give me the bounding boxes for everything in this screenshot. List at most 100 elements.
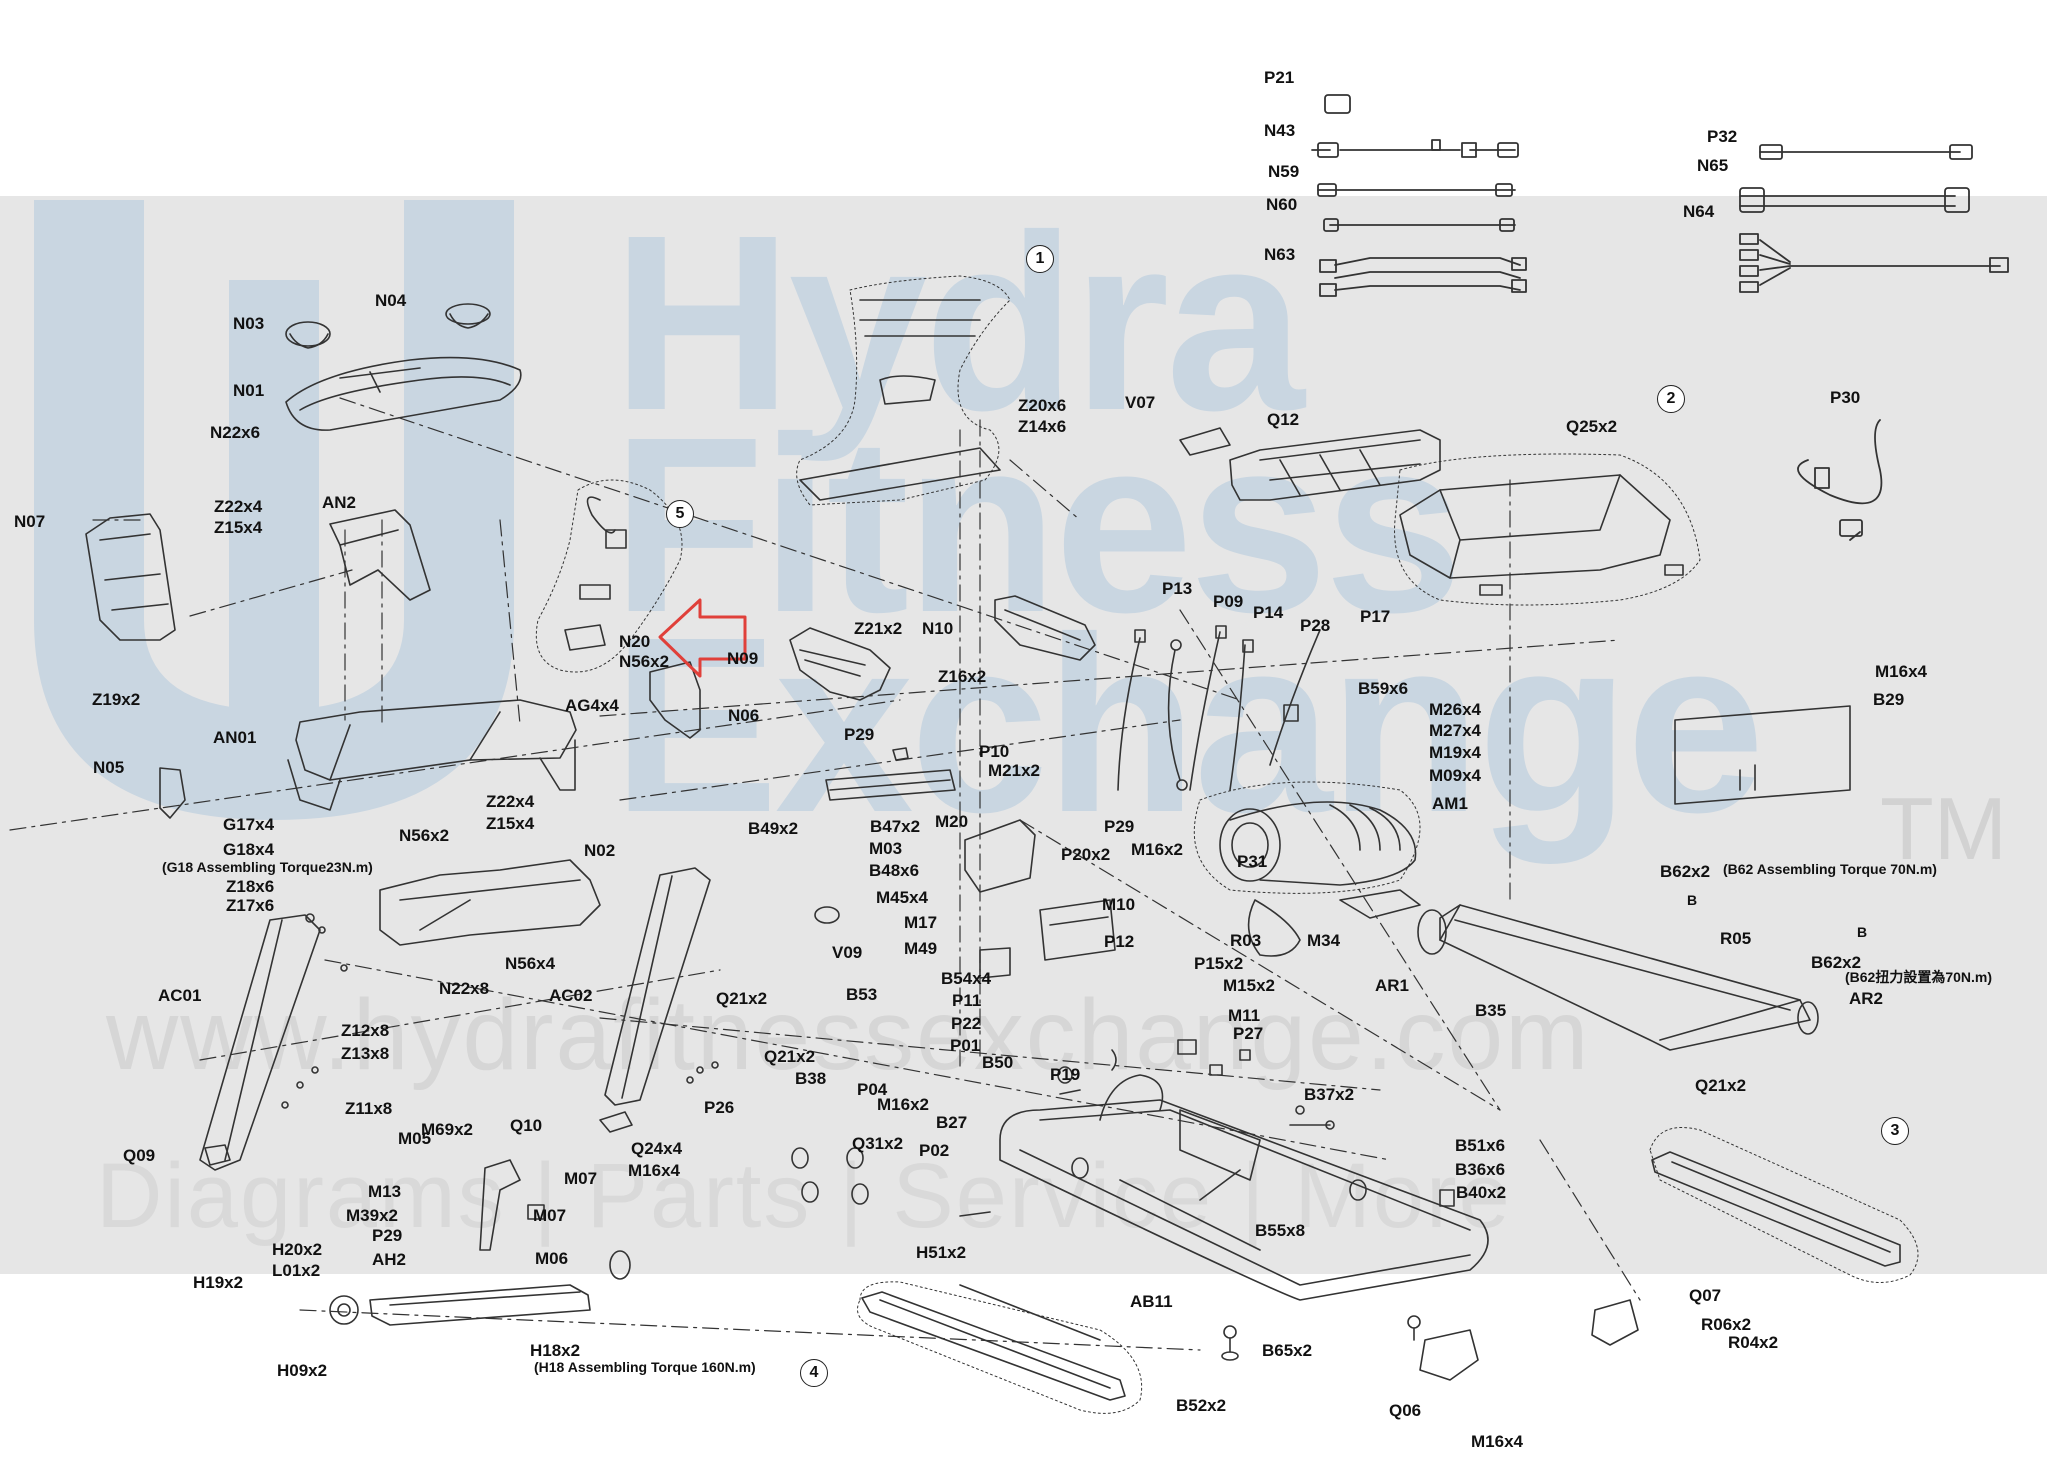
part-label: G17x4 (223, 815, 275, 834)
part-label: M11 (1228, 1006, 1261, 1025)
part-label: B40x2 (1456, 1183, 1507, 1202)
part-label: N07 (14, 512, 46, 531)
part-label: Z22x4 (486, 792, 535, 811)
part-label: B50 (982, 1053, 1014, 1072)
part-label: M16x4 (1471, 1432, 1523, 1451)
part-label: AR1 (1375, 976, 1410, 995)
part-label: Z22x4 (214, 497, 263, 516)
part-label: Q12 (1267, 410, 1300, 429)
electronics-group-1 (796, 275, 1011, 506)
part-label: P29 (844, 725, 875, 744)
part-label: P13 (1162, 579, 1193, 598)
part-label: M13 (368, 1182, 402, 1201)
part-label: Z21x2 (854, 619, 903, 638)
part-label: Z15x4 (486, 814, 535, 833)
part-label: R05 (1720, 929, 1752, 948)
part-label: P27 (1233, 1024, 1264, 1043)
part-label: Q09 (123, 1146, 156, 1165)
part-label: B27 (936, 1113, 968, 1132)
console-frame-parts (85, 509, 431, 641)
part-label: M07 (533, 1206, 567, 1225)
note-b62-torque-zh: (B62扭力設置為70N.m) (1845, 969, 1993, 985)
part-label: N04 (375, 291, 407, 310)
part-label: M19x4 (1429, 743, 1481, 762)
part-label: P29 (372, 1226, 403, 1245)
part-label: M69x2 (421, 1120, 473, 1139)
controller-board-area (814, 747, 1116, 979)
note-b-mark-2: B (1857, 924, 1868, 940)
part-label: B65x2 (1262, 1341, 1313, 1360)
running-deck (1417, 904, 1819, 1051)
part-label: N65 (1697, 156, 1729, 175)
part-label: M15x2 (1223, 976, 1275, 995)
part-label: M16x2 (1131, 840, 1183, 859)
part-label: M21x2 (988, 761, 1040, 780)
part-label: M49 (904, 939, 938, 958)
motor-hood-area (1179, 427, 1441, 501)
sensor-cables (1117, 625, 1321, 791)
motor-cover-b29 (1674, 705, 1851, 805)
part-label: N06 (728, 706, 760, 725)
part-label: M16x4 (1875, 662, 1927, 681)
part-label: B59x6 (1358, 679, 1409, 698)
part-label: AC01 (158, 986, 202, 1005)
part-label: AG4x4 (565, 696, 619, 715)
part-label: N60 (1266, 195, 1298, 214)
part-label: AN01 (213, 728, 257, 747)
part-label: N02 (584, 841, 616, 860)
part-label: AH2 (372, 1250, 407, 1269)
part-label: P02 (919, 1141, 950, 1160)
part-label: Z11x8 (345, 1099, 393, 1118)
lift-motor (204, 1111, 633, 1326)
part-label: Z20x6 (1018, 396, 1067, 415)
callout-2: 2 (1657, 385, 1685, 413)
part-label: Q21x2 (716, 989, 768, 1008)
part-label: P09 (1213, 592, 1244, 611)
part-label: H19x2 (193, 1273, 244, 1292)
part-label: P01 (950, 1036, 981, 1055)
watermark-line-1: Hydra (612, 183, 1305, 462)
console-base-n02 (379, 859, 601, 946)
part-label: N43 (1264, 121, 1296, 140)
part-label: N63 (1264, 245, 1296, 264)
part-label: Q06 (1389, 1401, 1422, 1420)
part-label: N22x6 (210, 423, 261, 442)
electronics-group-5 (535, 479, 683, 673)
part-label: Z19x2 (92, 690, 141, 709)
part-label: AB11 (1130, 1292, 1173, 1311)
part-label: AR2 (1849, 989, 1884, 1008)
part-label: M39x2 (346, 1206, 398, 1225)
part-label: M07 (564, 1169, 598, 1188)
part-label: N01 (233, 381, 265, 400)
part-label: P10 (979, 742, 1010, 761)
part-label: P17 (1360, 607, 1391, 626)
watermark-tm: TM (1880, 779, 2008, 878)
upright-upper-frame (287, 699, 577, 811)
motor-hood-group-2 (1394, 453, 1701, 606)
part-label: P26 (704, 1098, 735, 1117)
part-label: R03 (1230, 931, 1262, 950)
part-label: AN2 (322, 493, 357, 512)
part-label: Q10 (510, 1116, 543, 1135)
note-g18-torque: (G18 Assembling Torque23N.m) (162, 859, 373, 875)
part-label: B48x6 (869, 861, 920, 880)
part-label: Z15x4 (214, 518, 263, 537)
part-label: P11 (952, 991, 982, 1010)
part-label: P04 (857, 1080, 888, 1099)
part-label: B47x2 (870, 817, 921, 836)
console-top (285, 303, 522, 431)
watermark-line-3: Exchange (612, 585, 1765, 864)
part-label: B51x6 (1455, 1136, 1506, 1155)
rear-end-caps (1221, 1299, 1639, 1381)
handrails (159, 595, 1096, 819)
part-label: M45x4 (876, 888, 928, 907)
watermark-logo-icon (34, 200, 514, 820)
callout-3: 3 (1881, 1117, 1909, 1145)
part-label: R06x2 (1701, 1315, 1752, 1334)
watermark-url: www.hydrafitnessexchange.com (106, 979, 1591, 1091)
part-label: N56x4 (505, 954, 556, 973)
part-label: P21 (1264, 68, 1295, 87)
part-label: M16x2 (877, 1095, 929, 1114)
part-label: B37x2 (1304, 1085, 1355, 1104)
part-label: P30 (1830, 388, 1861, 407)
